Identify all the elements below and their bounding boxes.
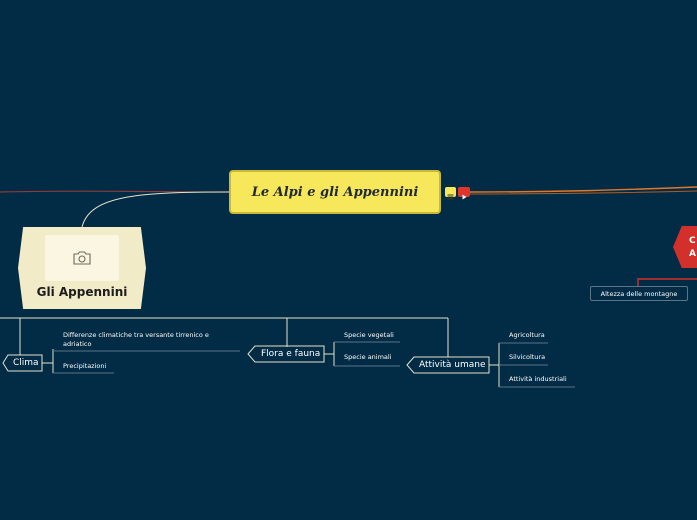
partial-topic-label: C A xyxy=(689,236,696,259)
subtopic-clima[interactable]: Clima xyxy=(13,354,39,372)
leaf-label: Precipitazioni xyxy=(63,362,107,370)
notes-icon xyxy=(447,194,454,200)
leaf-specie-animali[interactable]: Specie animali xyxy=(344,353,392,362)
leaf-specie-vegetali[interactable]: Specie vegetali xyxy=(344,331,394,340)
leaf-agricoltura[interactable]: Agricoltura xyxy=(509,331,545,340)
subtopic-flora-fauna[interactable]: Flora e fauna xyxy=(261,345,320,363)
main-topic-appennini[interactable]: Gli Appennini xyxy=(18,227,146,309)
central-topic[interactable]: Le Alpi e gli Appennini xyxy=(229,170,441,214)
connector-central-right xyxy=(469,186,697,193)
subtopic-clima-label: Clima xyxy=(13,358,39,368)
attivita-to-leaves xyxy=(489,343,500,387)
connector-red xyxy=(637,278,697,286)
clima-to-leaves xyxy=(42,349,54,373)
central-topic-label: Le Alpi e gli Appennini xyxy=(251,184,419,200)
camera-icon xyxy=(73,251,91,265)
topic-image-placeholder[interactable] xyxy=(45,235,119,281)
leaf-differenze-climatiche[interactable]: Differenze climatiche tra versante tirre… xyxy=(63,331,233,349)
leaf-label: Differenze climatiche tra versante tirre… xyxy=(63,331,209,348)
leaf-label: Attività industriali xyxy=(509,375,567,383)
flora-to-leaves xyxy=(324,342,335,366)
connector-central-main xyxy=(81,191,230,228)
leaf-silvicoltura[interactable]: Silvicoltura xyxy=(509,353,545,362)
leaf-altezza-montagne[interactable]: Altezza delle montagne xyxy=(590,286,688,301)
leaf-label: Silvicoltura xyxy=(509,353,546,361)
leaf-precipitazioni[interactable]: Precipitazioni xyxy=(63,362,106,371)
video-link-badge[interactable] xyxy=(458,187,470,200)
main-topic-label: Gli Appennini xyxy=(36,285,128,299)
subtopic-flora-label: Flora e fauna xyxy=(261,349,321,359)
leaf-label: Agricoltura xyxy=(509,331,545,339)
leaf-label: Specie vegetali xyxy=(344,331,394,339)
leaf-label: Altezza delle montagne xyxy=(600,289,678,298)
connector-central-right-2 xyxy=(469,190,697,195)
subtopic-attivita-label: Attività umane xyxy=(419,360,486,370)
play-icon xyxy=(462,194,467,200)
leaf-attivita-industriali[interactable]: Attività industriali xyxy=(509,375,567,384)
notes-badge[interactable] xyxy=(445,187,456,200)
subtopic-attivita-umane[interactable]: Attività umane xyxy=(419,356,486,374)
leaf-label: Specie animali xyxy=(344,353,392,361)
